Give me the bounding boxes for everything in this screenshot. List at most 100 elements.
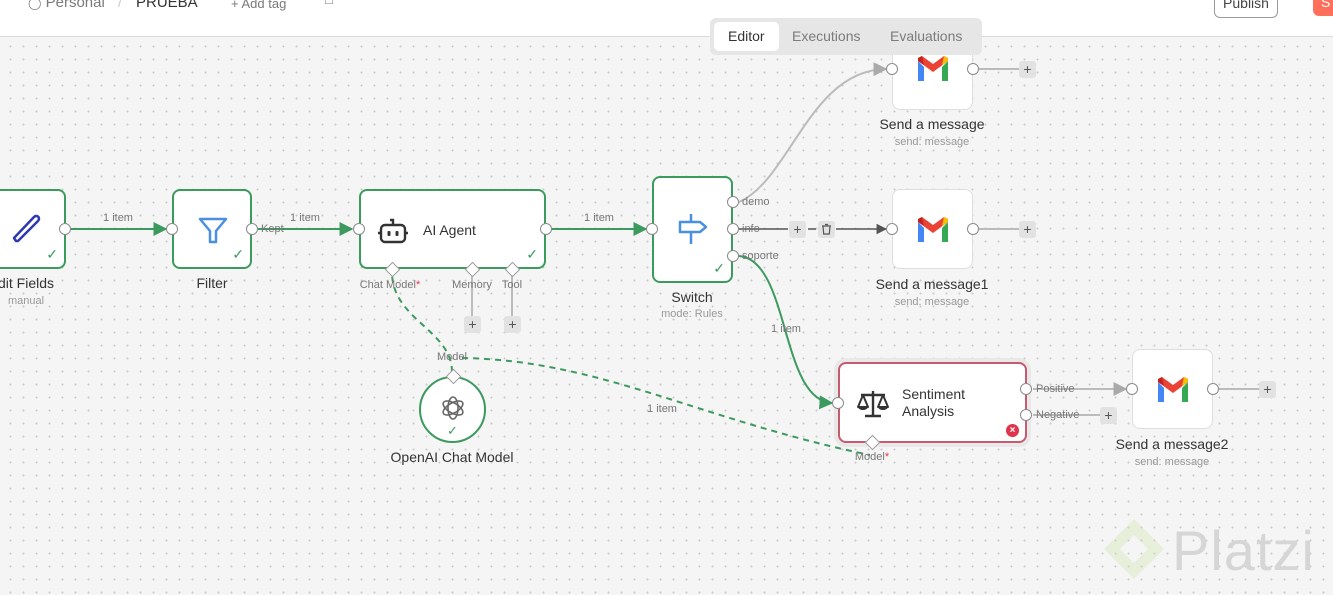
node-title: dit Fields bbox=[0, 275, 55, 291]
success-check-icon: ✓ bbox=[526, 246, 538, 262]
pencil-icon bbox=[12, 214, 41, 243]
output-handle[interactable] bbox=[59, 223, 71, 235]
node-sentiment-analysis[interactable]: Sentiment Analysis × bbox=[838, 362, 1027, 443]
output-handle-soporte[interactable] bbox=[727, 250, 739, 262]
input-handle[interactable] bbox=[886, 63, 898, 75]
funnel-icon bbox=[198, 217, 228, 244]
output-label-positive: Positive bbox=[1036, 383, 1075, 395]
archive-icon[interactable]: □ bbox=[325, 0, 333, 7]
tab-executions[interactable]: Executions bbox=[792, 28, 861, 44]
add-node-button[interactable]: + bbox=[1019, 61, 1036, 78]
input-handle[interactable] bbox=[886, 223, 898, 235]
input-handle[interactable] bbox=[353, 223, 365, 235]
output-label-negative: Negative bbox=[1036, 409, 1080, 421]
platzi-logo-icon bbox=[1104, 519, 1164, 579]
breadcrumb-separator: / bbox=[118, 0, 123, 11]
edge-openai-to-agent bbox=[391, 271, 453, 373]
scale-icon bbox=[857, 391, 889, 418]
input-handle[interactable] bbox=[832, 397, 844, 409]
error-icon[interactable]: × bbox=[1006, 424, 1019, 437]
output-label-demo: demo bbox=[742, 196, 770, 208]
save-button[interactable]: S bbox=[1313, 0, 1333, 16]
node-openai-chat-model[interactable]: ✓ bbox=[419, 376, 486, 443]
tab-evaluations[interactable]: Evaluations bbox=[890, 28, 963, 44]
node-subtitle: send: message bbox=[1134, 456, 1210, 468]
node-title-line1: Sentiment bbox=[902, 386, 966, 402]
node-title: Send a message2 bbox=[1115, 436, 1229, 452]
view-tabs: Editor Executions Evaluations bbox=[710, 18, 982, 55]
node-title: AI Agent bbox=[423, 222, 476, 238]
workflow-canvas[interactable] bbox=[0, 37, 1333, 595]
user-icon: ◯ bbox=[28, 0, 42, 10]
output-handle[interactable] bbox=[1207, 383, 1219, 395]
output-handle-info[interactable] bbox=[727, 223, 739, 235]
node-gmail-2[interactable] bbox=[1132, 349, 1213, 429]
node-title: Switch bbox=[671, 289, 713, 305]
trash-icon bbox=[822, 223, 831, 235]
output-handle-positive[interactable] bbox=[1020, 383, 1032, 395]
add-tag-button[interactable]: + Add tag bbox=[231, 0, 287, 11]
watermark-text: Platzi bbox=[1172, 519, 1315, 582]
node-subtitle: send: message bbox=[894, 296, 970, 308]
node-filter[interactable]: ✓ bbox=[172, 189, 252, 269]
model-label: Model* bbox=[854, 451, 890, 463]
output-label-soporte: soporte bbox=[742, 250, 779, 262]
output-handle[interactable] bbox=[246, 223, 258, 235]
node-title: Filter bbox=[196, 275, 228, 291]
node-edit-fields[interactable]: ✓ bbox=[0, 189, 66, 269]
add-node-button[interactable]: + bbox=[1259, 381, 1276, 398]
chat-model-label: Chat Model* bbox=[359, 279, 421, 291]
node-switch[interactable]: ✓ bbox=[652, 176, 733, 283]
node-subtitle: mode: Rules bbox=[661, 308, 723, 320]
node-gmail-1[interactable] bbox=[892, 189, 973, 269]
signpost-icon bbox=[678, 214, 708, 244]
node-title: Send a message1 bbox=[875, 276, 989, 292]
node-title: OpenAI Chat Model bbox=[390, 449, 514, 465]
node-subtitle: send: message bbox=[894, 136, 970, 148]
output-handle-demo[interactable] bbox=[727, 196, 739, 208]
node-ai-agent[interactable]: AI Agent ✓ bbox=[359, 189, 546, 269]
node-title-line2: Analysis bbox=[902, 403, 955, 419]
breadcrumb-project[interactable]: ◯ Personal bbox=[28, 0, 105, 11]
input-handle[interactable] bbox=[646, 223, 658, 235]
output-handle[interactable] bbox=[967, 223, 979, 235]
node-title: Send a message bbox=[879, 116, 985, 132]
success-check-icon: ✓ bbox=[713, 260, 725, 276]
edge-demo-to-gmail0 bbox=[738, 62, 888, 203]
output-handle[interactable] bbox=[540, 223, 552, 235]
edge-soporte-to-sentiment bbox=[738, 255, 834, 410]
node-subtitle: manual bbox=[7, 295, 45, 307]
output-handle[interactable] bbox=[967, 63, 979, 75]
input-handle[interactable] bbox=[1126, 383, 1138, 395]
gmail-icon bbox=[1158, 377, 1188, 402]
openai-icon bbox=[442, 396, 464, 420]
publish-button[interactable]: Publish bbox=[1214, 0, 1278, 18]
gmail-icon bbox=[918, 56, 948, 81]
insert-node-button[interactable]: + bbox=[789, 221, 806, 238]
input-handle[interactable] bbox=[166, 223, 178, 235]
edge-label: 1 item bbox=[290, 212, 320, 224]
workflow-name[interactable]: PRUEBA bbox=[136, 0, 198, 11]
edge-label: 1 item bbox=[103, 212, 133, 224]
success-check-icon: ✓ bbox=[447, 423, 458, 438]
success-check-icon: ✓ bbox=[46, 246, 58, 262]
add-memory-button[interactable]: + bbox=[464, 316, 481, 333]
delete-connection-button[interactable] bbox=[818, 221, 835, 238]
robot-icon bbox=[378, 218, 408, 244]
model-output-label: Model bbox=[437, 351, 467, 363]
tab-editor[interactable]: Editor bbox=[714, 22, 779, 51]
add-node-button[interactable]: + bbox=[1019, 221, 1036, 238]
edge-openai-to-sentiment bbox=[461, 357, 871, 456]
edge-label: 1 item bbox=[584, 212, 614, 224]
add-node-button[interactable]: + bbox=[1100, 407, 1117, 424]
gmail-icon bbox=[918, 217, 948, 242]
top-bar: ◯ Personal / PRUEBA + Add tag □ Publish … bbox=[0, 0, 1333, 37]
output-port-label: Kept bbox=[261, 223, 284, 235]
output-handle-negative[interactable] bbox=[1020, 409, 1032, 421]
tool-label: Tool bbox=[501, 279, 523, 291]
edge-label: 1 item bbox=[771, 323, 801, 335]
memory-label: Memory bbox=[452, 279, 492, 291]
success-check-icon: ✓ bbox=[232, 246, 244, 262]
add-tool-button[interactable]: + bbox=[504, 316, 521, 333]
